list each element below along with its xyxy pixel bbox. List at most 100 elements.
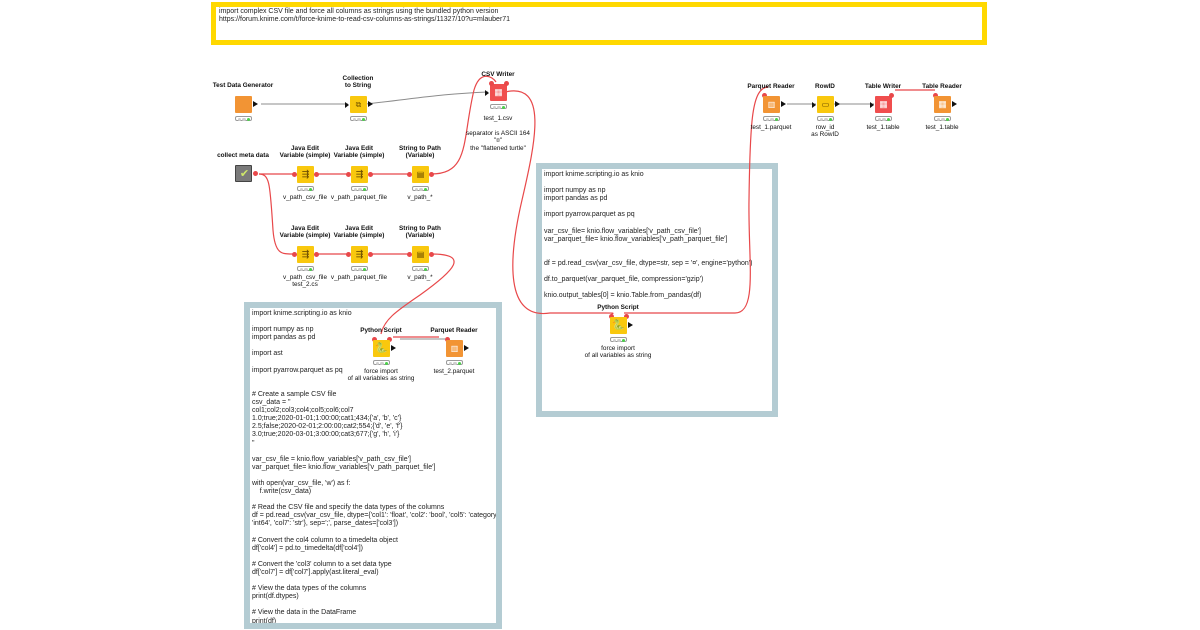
node-status-traffic-light bbox=[412, 186, 429, 191]
manipulator-node-icon: ▤ bbox=[412, 166, 429, 183]
node-name: Python Script bbox=[360, 327, 402, 334]
node-status-traffic-light bbox=[373, 360, 390, 365]
node-status-traffic-light bbox=[934, 116, 951, 121]
manipulator-node-icon: ▭ bbox=[817, 96, 834, 113]
checkmark-icon: ✔ bbox=[239, 168, 250, 180]
data-output-port[interactable] bbox=[391, 345, 396, 351]
node-name: Java Edit Variable (simple) bbox=[279, 145, 331, 160]
data-output-port[interactable] bbox=[253, 101, 258, 107]
node-name: Table Reader bbox=[922, 83, 962, 90]
variable-output-port[interactable] bbox=[253, 171, 258, 176]
variable-output-port[interactable] bbox=[504, 81, 509, 86]
path-convert-icon: ▤ bbox=[416, 170, 425, 179]
java-variable-icon: ⇶ bbox=[301, 249, 310, 259]
python-code-annotation[interactable]: import knime.scripting.io as knio import… bbox=[536, 163, 778, 417]
python-node-icon: 🐍 bbox=[373, 340, 390, 357]
node-label: v_path_parquet_file bbox=[330, 194, 388, 201]
node-status-traffic-light bbox=[490, 104, 507, 109]
manipulator-node-icon: ⇶ bbox=[297, 166, 314, 183]
node-label: force import of all variables as string bbox=[347, 368, 415, 383]
data-output-port[interactable] bbox=[368, 101, 373, 107]
java-variable-icon: ⇶ bbox=[355, 249, 364, 259]
node-name: collect meta data bbox=[217, 152, 269, 159]
table-grid-icon: ▦ bbox=[879, 99, 888, 109]
variable-output-port[interactable] bbox=[314, 172, 319, 177]
variable-input-port[interactable] bbox=[489, 81, 494, 86]
node-label: test_2.parquet bbox=[433, 368, 475, 375]
writer-node-icon: ▦ bbox=[875, 96, 892, 113]
data-input-port[interactable] bbox=[345, 102, 349, 108]
variable-output-port[interactable] bbox=[429, 252, 434, 257]
node-name: Java Edit Variable (simple) bbox=[333, 225, 385, 240]
python-logo-icon: 🐍 bbox=[612, 320, 625, 331]
variable-input-port[interactable] bbox=[292, 172, 297, 177]
manipulator-node-icon: ⇶ bbox=[297, 246, 314, 263]
reader-node-icon: ▦ bbox=[934, 96, 951, 113]
node-name: Test Data Generator bbox=[212, 82, 274, 89]
node-status-traffic-light bbox=[446, 360, 463, 365]
node-name: String to Path (Variable) bbox=[399, 145, 441, 160]
node-label: row_id as RowID bbox=[811, 124, 839, 139]
data-output-port[interactable] bbox=[464, 345, 469, 351]
node-label: v_path_parquet_file bbox=[330, 274, 388, 281]
node-label: v_path_* bbox=[407, 194, 433, 201]
data-input-port[interactable] bbox=[485, 90, 489, 96]
variable-output-port[interactable] bbox=[429, 172, 434, 177]
variable-input-port[interactable] bbox=[292, 252, 297, 257]
node-name: String to Path (Variable) bbox=[399, 225, 441, 240]
data-input-port[interactable] bbox=[812, 102, 816, 108]
variable-output-port[interactable] bbox=[889, 93, 894, 98]
data-output-port[interactable] bbox=[781, 101, 786, 107]
node-name: Java Edit Variable (simple) bbox=[333, 145, 385, 160]
data-connection[interactable] bbox=[365, 91, 489, 105]
node-label: v_path_csv_file test_2.cs bbox=[282, 274, 328, 289]
variable-input-port[interactable] bbox=[346, 252, 351, 257]
variable-output-port[interactable] bbox=[368, 252, 373, 257]
variable-output-port[interactable] bbox=[387, 337, 392, 342]
path-convert-icon: ▤ bbox=[416, 250, 425, 259]
node-name: Parquet Reader bbox=[430, 327, 478, 334]
data-output-port[interactable] bbox=[835, 101, 840, 107]
node-status-traffic-light bbox=[350, 116, 367, 121]
node-status-traffic-light bbox=[412, 266, 429, 271]
variable-connection[interactable] bbox=[258, 173, 295, 255]
header-annotation[interactable]: import complex CSV file and force all co… bbox=[211, 2, 987, 45]
parquet-file-icon: ▥ bbox=[450, 344, 459, 353]
data-input-port[interactable] bbox=[870, 102, 874, 108]
data-output-port[interactable] bbox=[628, 322, 633, 328]
node-label: v_path_csv_file bbox=[282, 194, 328, 201]
node-status-traffic-light bbox=[610, 337, 627, 342]
metanode-icon: ✔ bbox=[235, 165, 252, 182]
writer-node-icon: ▦ bbox=[490, 84, 507, 101]
variable-input-port[interactable] bbox=[346, 172, 351, 177]
node-label: v_path_* bbox=[407, 274, 433, 281]
reader-node-icon: ▥ bbox=[763, 96, 780, 113]
data-output-port[interactable] bbox=[952, 101, 957, 107]
variable-output-port[interactable] bbox=[314, 252, 319, 257]
node-status-traffic-light bbox=[351, 186, 368, 191]
node-status-traffic-light bbox=[297, 186, 314, 191]
manipulator-node-icon: ▤ bbox=[412, 246, 429, 263]
generator-icon bbox=[235, 96, 252, 113]
rowid-icon: ▭ bbox=[821, 100, 830, 109]
node-status-traffic-light bbox=[235, 116, 252, 121]
variable-output-port[interactable] bbox=[624, 314, 629, 319]
node-label: test_1.csv separator is ASCII 164 "¤" th… bbox=[466, 115, 530, 152]
python-logo-icon: 🐍 bbox=[375, 343, 388, 354]
manipulator-node-icon: ⇶ bbox=[351, 246, 368, 263]
collection-icon: ⧉ bbox=[355, 100, 362, 109]
node-name: Python Script bbox=[597, 304, 639, 311]
node-label: test_1.parquet bbox=[750, 124, 792, 131]
node-name: RowID bbox=[815, 83, 835, 90]
variable-input-port[interactable] bbox=[445, 337, 450, 342]
table-grid-icon: ▦ bbox=[494, 87, 503, 97]
variable-input-port[interactable] bbox=[372, 337, 377, 342]
reader-node-icon: ▥ bbox=[446, 340, 463, 357]
variable-input-port[interactable] bbox=[933, 93, 938, 98]
manipulator-node-icon: ⇶ bbox=[351, 166, 368, 183]
source-node-icon bbox=[235, 96, 252, 113]
node-label: test_1.table bbox=[925, 124, 959, 131]
parquet-file-icon: ▥ bbox=[767, 100, 776, 109]
variable-output-port[interactable] bbox=[368, 172, 373, 177]
table-grid-icon: ▦ bbox=[938, 99, 947, 109]
